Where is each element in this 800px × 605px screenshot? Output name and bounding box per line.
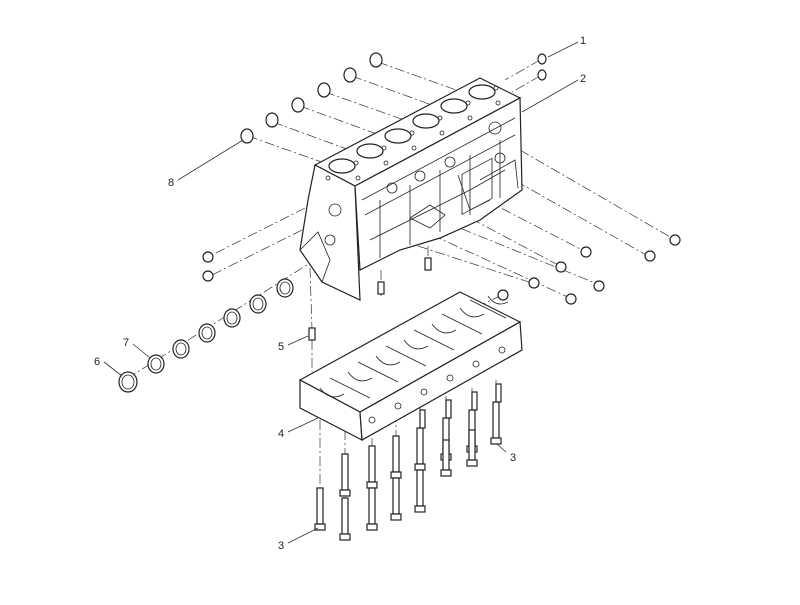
callout-2: 2 [580, 73, 586, 85]
callout-5: 5 [278, 341, 284, 353]
bearing-bushings [118, 278, 294, 393]
callout-3-right: 3 [510, 452, 516, 464]
callout-4: 4 [278, 428, 284, 440]
dowel-pin [308, 327, 316, 341]
callout-1: 1 [580, 35, 586, 47]
bolts [314, 383, 502, 541]
leader-lines [103, 41, 579, 544]
callout-3-bottom: 3 [278, 540, 284, 552]
callout-labels: 1 2 3 3 4 5 6 7 8 [94, 35, 586, 552]
bedplate [298, 291, 523, 442]
plugs-item-1 [537, 53, 547, 81]
side-plugs-right [497, 234, 681, 305]
callout-8: 8 [168, 177, 174, 189]
side-plugs-left [202, 251, 214, 282]
cylinder-block [299, 77, 523, 301]
callout-6: 6 [94, 356, 100, 368]
core-plugs-top [240, 52, 383, 144]
callout-7: 7 [123, 337, 129, 349]
